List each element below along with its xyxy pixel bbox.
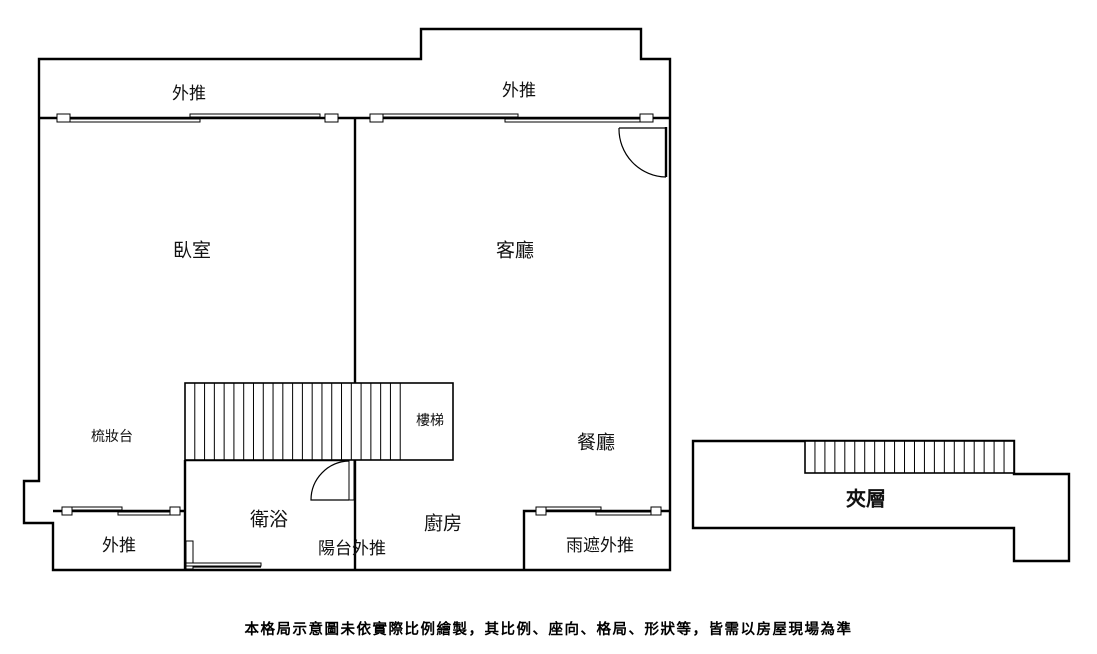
living-room-label: 客廳 <box>496 240 534 262</box>
bedroom-label: 臥室 <box>173 240 211 262</box>
canopy-bay-wall <box>522 509 670 570</box>
bottom-left-window <box>61 506 181 516</box>
extension-top-right-label: 外推 <box>502 81 536 101</box>
staircase-label: 樓梯 <box>416 413 444 429</box>
balcony-extension-label: 陽台外推 <box>318 539 386 559</box>
bathroom-window <box>185 540 262 570</box>
canopy-extension-label: 雨遮外推 <box>566 536 634 556</box>
mezzanine-staircase <box>804 440 1015 474</box>
mezzanine-label: 夾層 <box>846 487 886 511</box>
canopy-window <box>535 506 662 516</box>
bathroom-label: 衛浴 <box>250 509 288 531</box>
vanity-label: 梳妝台 <box>91 429 133 445</box>
main-staircase <box>184 382 454 461</box>
outer-wall <box>22 27 672 572</box>
extension-bottom-left-label: 外推 <box>102 536 136 556</box>
extension-top-left-label: 外推 <box>172 84 206 104</box>
dining-room-label: 餐廳 <box>577 432 615 454</box>
bathroom-door[interactable] <box>310 459 355 501</box>
disclaimer-text: 本格局示意圖未依實際比例繪製，其比例、座向、格局、形狀等，皆需以房屋現場為準 <box>244 621 853 638</box>
front-windows <box>56 113 654 123</box>
entry-door[interactable] <box>618 127 667 178</box>
kitchen-label: 廚房 <box>424 512 462 535</box>
